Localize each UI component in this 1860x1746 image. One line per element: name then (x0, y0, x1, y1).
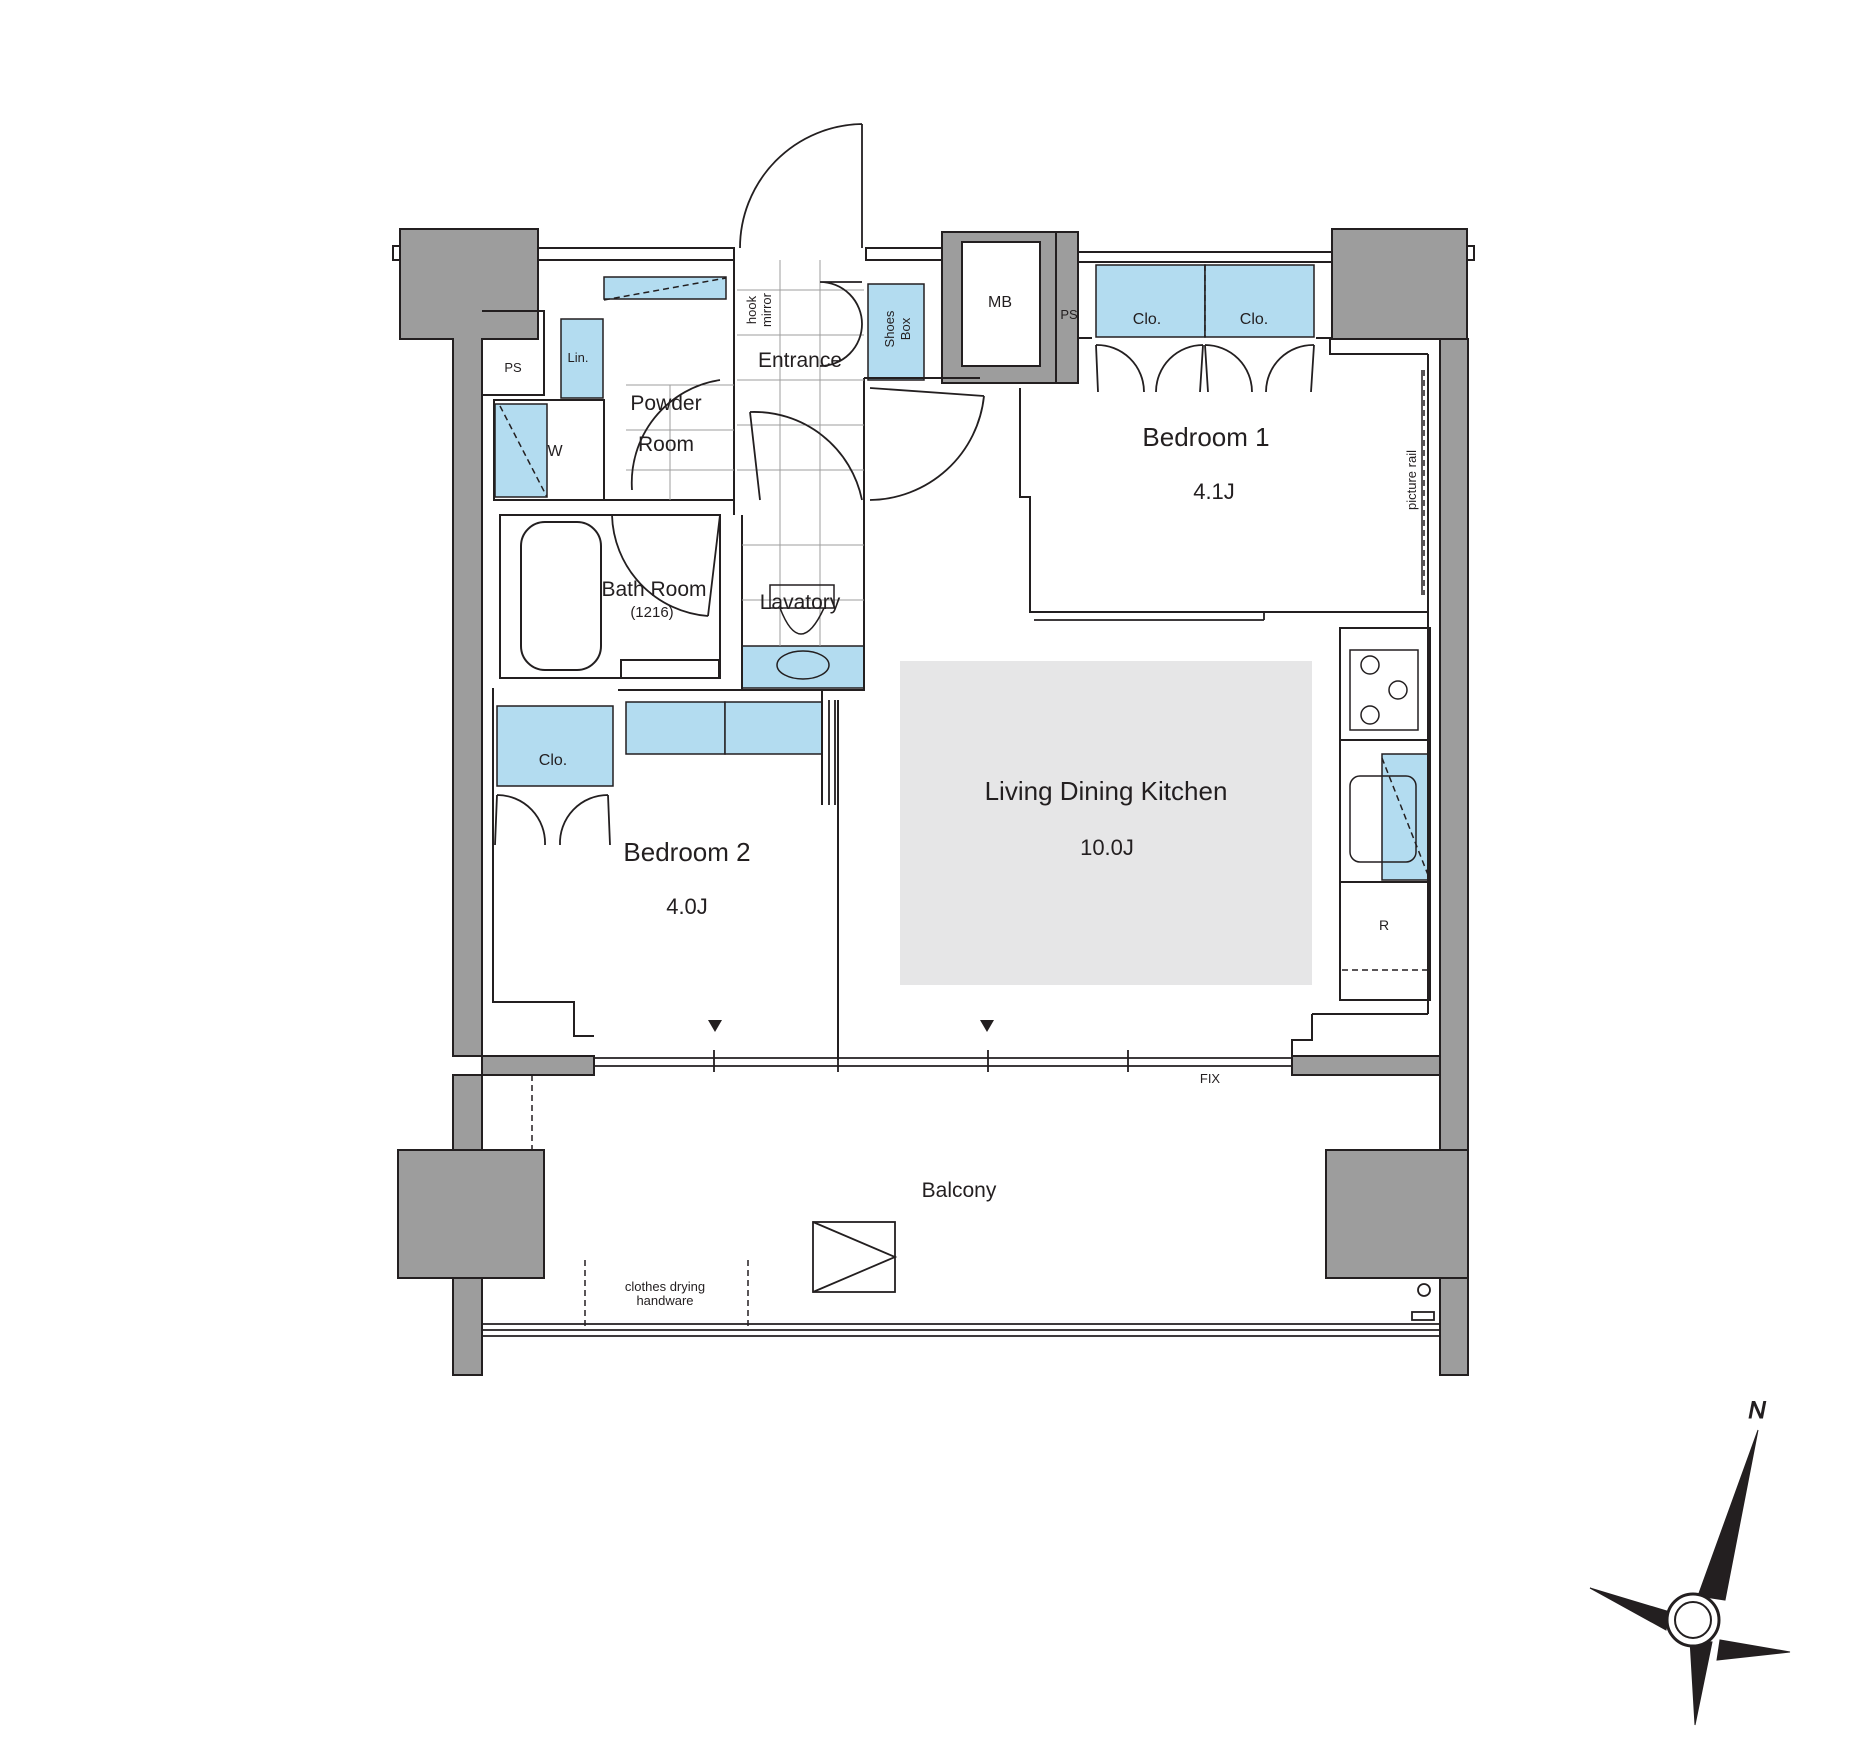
shoes-label-1: Shoes (882, 310, 897, 347)
mirror-label: mirror (759, 292, 774, 327)
refrigerator-label: R (1379, 917, 1389, 933)
balcony-railing (482, 1221, 1440, 1337)
bedroom2-size: 4.0J (666, 894, 708, 919)
mb-label: MB (988, 294, 1012, 311)
ps-right-wall (1055, 231, 1079, 384)
mb-inner (961, 241, 1041, 367)
closet-b1-b-label: Clo. (1240, 311, 1268, 328)
balcony-name: Balcony (922, 1179, 997, 1202)
doors (494, 123, 1315, 846)
lavatory-door (749, 411, 863, 501)
bedroom1-size: 4.1J (1193, 479, 1235, 504)
ps-left-label: PS (504, 360, 522, 375)
clothes-drying-1: clothes drying (625, 1279, 705, 1294)
lavatory-counter (741, 645, 865, 689)
entrance-door (739, 123, 863, 249)
ps-right-label: PS (1060, 307, 1078, 322)
structural-walls (397, 228, 1469, 1376)
lavatory-name: Lavatory (760, 591, 841, 614)
powder-door (630, 379, 721, 491)
shelf-b2-a (625, 701, 726, 755)
closet-b2-label: Clo. (539, 752, 567, 769)
closet-b1-a (1095, 264, 1206, 338)
slab-right (1291, 1055, 1441, 1076)
shoes-label-2: Box (898, 317, 913, 340)
column-bottom-left (397, 1149, 545, 1279)
bedroom2-name: Bedroom 2 (623, 837, 750, 867)
column-bottom-right (1325, 1149, 1469, 1279)
bedroom1-name: Bedroom 1 (1142, 422, 1269, 452)
compass-north-needle (1697, 1429, 1759, 1601)
closet-b1-a-label: Clo. (1133, 311, 1161, 328)
labels: Bedroom 1 4.1J Bedroom 2 4.0J Living Din… (504, 292, 1419, 1308)
hidden-lines (499, 265, 1431, 1330)
compass-west-needle (1589, 1587, 1671, 1631)
fix-label: FIX (1200, 1071, 1221, 1086)
slab-left (481, 1055, 595, 1076)
kitchen-fixtures (769, 584, 1419, 863)
burner-1 (1360, 655, 1380, 675)
picture-rail-label: picture rail (1404, 450, 1419, 510)
ldk-name: Living Dining Kitchen (985, 776, 1228, 806)
interior-walls (481, 248, 1431, 1060)
ldk-size: 10.0J (1080, 835, 1134, 860)
column-top-right-rect (1331, 228, 1468, 340)
shelf-b2-b (724, 701, 823, 755)
compass-east-needle (1716, 1639, 1791, 1661)
north-compass: N (1589, 1397, 1791, 1726)
closet-b1-b (1204, 264, 1315, 338)
window-markers (708, 1020, 994, 1032)
bath-name: Bath Room (601, 578, 706, 601)
clothes-drying-2: handware (636, 1293, 693, 1308)
bedroom1-door (869, 387, 985, 501)
sink (1349, 775, 1417, 863)
washer-label: W (547, 443, 563, 460)
entrance-name: Entrance (758, 349, 842, 372)
compass-south-needle (1689, 1639, 1713, 1726)
burner-3 (1360, 705, 1380, 725)
lavatory-basin (776, 650, 830, 680)
powder-line1: Powder (630, 392, 701, 415)
ldk-floor (900, 661, 1312, 985)
toilet (769, 584, 835, 635)
shoes-box (867, 283, 925, 381)
bath-code: (1216) (630, 604, 673, 621)
hook-label: hook (744, 295, 759, 324)
bath-door (611, 514, 721, 617)
balcony-windows (594, 1050, 1292, 1072)
closet-b2 (496, 705, 614, 787)
powder-cabinet (603, 276, 727, 300)
column-top-left (399, 228, 539, 1057)
linen-label: Lin. (568, 350, 589, 365)
compass-north-label: N (1748, 1397, 1766, 1424)
exterior-top-walls (392, 245, 1475, 263)
linen-shelf (560, 318, 604, 399)
powder-line2: Room (638, 433, 694, 456)
cooktop (1349, 649, 1419, 731)
burner-2 (1388, 680, 1408, 700)
tile-grid (626, 260, 864, 646)
washer-pan (494, 403, 548, 498)
